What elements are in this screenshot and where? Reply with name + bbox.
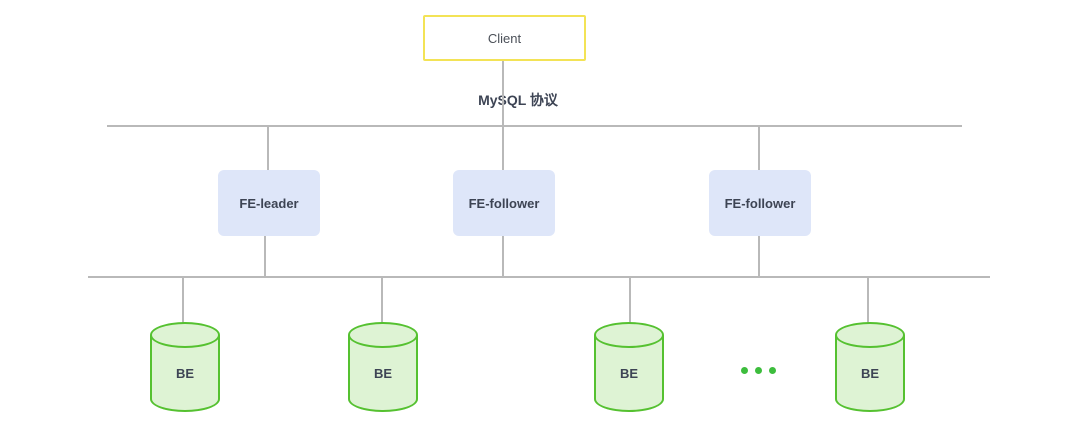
connector-fe-follower-to-be-bus [502, 235, 504, 277]
client-label: Client [487, 30, 522, 46]
connector-bus-to-fe-follower [758, 126, 760, 170]
cylinder-top [150, 322, 220, 348]
be-node-2: BE [348, 322, 418, 412]
client-node: Client [423, 15, 586, 61]
fe-leader-label: FE-leader [239, 195, 299, 211]
protocol-label: MySQL 协议 [478, 92, 558, 108]
cylinder-top [594, 322, 664, 348]
fe-bus-line [107, 125, 962, 127]
be-label: BE [373, 366, 393, 381]
ellipsis-dots-icon [741, 367, 776, 374]
cylinder-top [348, 322, 418, 348]
be-label: BE [619, 366, 639, 381]
connector-bus-to-fe-leader [267, 126, 269, 170]
fe-leader-node: FE-leader [218, 170, 320, 236]
connector-fe-follower2-to-be-bus [758, 236, 760, 277]
be-node-4: BE [835, 322, 905, 412]
dot-icon [755, 367, 762, 374]
cylinder-top [835, 322, 905, 348]
connector-bus-to-be-4 [867, 277, 869, 323]
connector-client-to-fe [502, 61, 504, 170]
be-label: BE [175, 366, 195, 381]
connector-bus-to-be-2 [381, 277, 383, 323]
be-node-1: BE [150, 322, 220, 412]
be-bus-line [88, 276, 990, 278]
connector-bus-to-be-3 [629, 277, 631, 323]
fe-follower-node-1: FE-follower [453, 170, 555, 236]
fe-follower-node-2: FE-follower [709, 170, 811, 236]
be-label: BE [860, 366, 880, 381]
dot-icon [741, 367, 748, 374]
dot-icon [769, 367, 776, 374]
connector-fe-leader-to-be-bus [264, 236, 266, 277]
fe-follower-label: FE-follower [468, 195, 540, 211]
be-node-3: BE [594, 322, 664, 412]
fe-follower-label: FE-follower [724, 195, 796, 211]
connector-bus-to-be-1 [182, 277, 184, 323]
